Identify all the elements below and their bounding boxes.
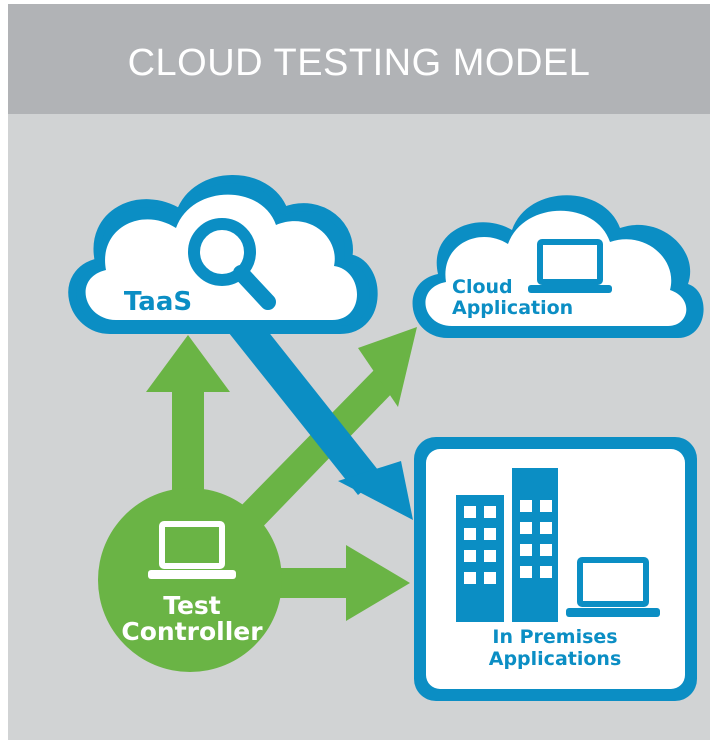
taas-label: TaaS xyxy=(124,287,192,317)
diagram-title: CLOUD TESTING MODEL xyxy=(127,42,591,84)
taas-cloud xyxy=(68,175,378,334)
magnifier-icon xyxy=(188,218,276,310)
controller-label-line2: Controller xyxy=(121,617,263,646)
controller-label-line1: Test xyxy=(163,591,221,620)
cloud-application-cloud xyxy=(412,195,704,338)
on-prem-label-line2: Applications xyxy=(489,648,622,670)
test-controller-circle xyxy=(98,488,282,672)
laptop-icon xyxy=(148,521,236,579)
arrow-controller-to-on-prem xyxy=(272,545,410,621)
laptop-icon xyxy=(566,557,660,617)
cloud-app-label-line1: Cloud xyxy=(452,276,513,298)
buildings-icon xyxy=(456,468,558,622)
arrow-controller-to-cloud-app xyxy=(232,327,417,538)
laptop-icon xyxy=(528,239,612,293)
arrow-taas-to-on-prem xyxy=(217,296,413,520)
cloud-app-label-line2: Application xyxy=(452,297,573,319)
on-prem-label-line1: In Premises xyxy=(492,626,617,648)
header-band: CLOUD TESTING MODEL xyxy=(8,4,710,114)
